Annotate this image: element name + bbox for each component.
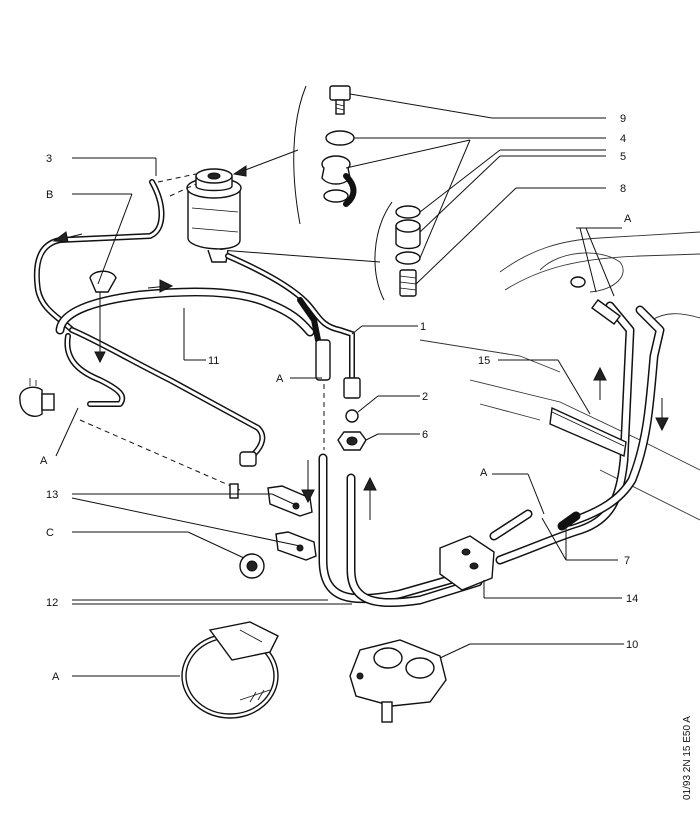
protective-sleeve — [549, 406, 627, 458]
banjo-union-right — [395, 219, 421, 250]
hose-clamp — [181, 621, 279, 719]
callout-b: B — [46, 189, 53, 201]
hose-clip — [267, 485, 317, 561]
callout-13: 13 — [46, 489, 58, 501]
callout-3: 3 — [46, 153, 52, 165]
pressure-switch — [19, 378, 55, 418]
callout-a-center: A — [276, 373, 284, 385]
callout-10: 10 — [626, 639, 638, 651]
callout-1: 1 — [420, 321, 426, 333]
callout-2: 2 — [422, 391, 428, 403]
flow-arrows — [52, 231, 669, 520]
hose-network — [33, 179, 665, 608]
callout-15: 15 — [478, 355, 490, 367]
callout-7: 7 — [624, 555, 630, 567]
grommet — [239, 553, 265, 579]
callout-14: 14 — [626, 593, 638, 605]
double-clamp — [439, 535, 495, 591]
banjo-bolt — [329, 85, 351, 115]
fluid-reservoir — [157, 168, 242, 263]
small-parts — [19, 85, 627, 723]
callout-8: 8 — [620, 183, 626, 195]
callout-a-top-right: A — [624, 213, 632, 225]
reference-code: 01/93 2N 15 E50 A — [682, 716, 693, 800]
callout-a-bottom: A — [52, 671, 60, 683]
callout-11: 11 — [208, 355, 219, 367]
exploded-view-bracket — [219, 85, 393, 301]
banjo-union — [321, 155, 357, 207]
callout-a-right-lower: A — [480, 467, 488, 479]
callout-9: 9 — [620, 113, 626, 125]
union-nut — [337, 431, 367, 451]
callout-c: C — [46, 527, 54, 539]
leader-lines — [55, 93, 624, 677]
callout-a-left: A — [40, 455, 48, 467]
vehicle-body-outline — [419, 231, 700, 521]
callout-4: 4 — [620, 133, 626, 145]
callout-5: 5 — [620, 151, 626, 163]
mounting-clamp — [349, 639, 447, 723]
hollow-bolt — [399, 269, 417, 297]
callout-6: 6 — [422, 429, 428, 441]
callout-12: 12 — [46, 597, 58, 609]
callout-labels: 9 4 5 8 3 B A 1 11 15 A 2 6 A A 13 C 7 1… — [40, 113, 638, 683]
